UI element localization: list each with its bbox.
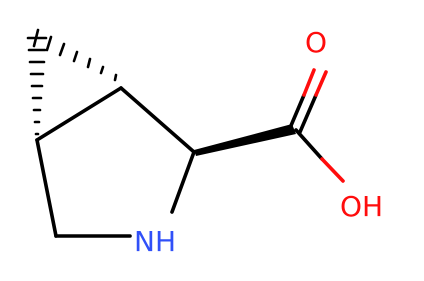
bond-n-c2	[170, 150, 196, 214]
bond-c5-c2	[119, 86, 196, 154]
hashed-wedge-bond-cyclopropane-left	[26, 36, 48, 136]
hydroxyl-label: OH	[340, 190, 383, 223]
bond-c6-c4	[35, 138, 58, 238]
oxygen-carbonyl-label: O	[305, 26, 327, 59]
solid-wedge-bond-carboxyl	[194, 124, 296, 156]
hashed-wedge-bond-cyclopropane-right	[32, 28, 118, 82]
bond-carboxyl-hydroxyl	[294, 128, 345, 183]
bond-c6-c5	[35, 86, 123, 142]
double-bond-carbonyl	[288, 68, 328, 134]
nitrogen-label: NH	[134, 225, 176, 258]
